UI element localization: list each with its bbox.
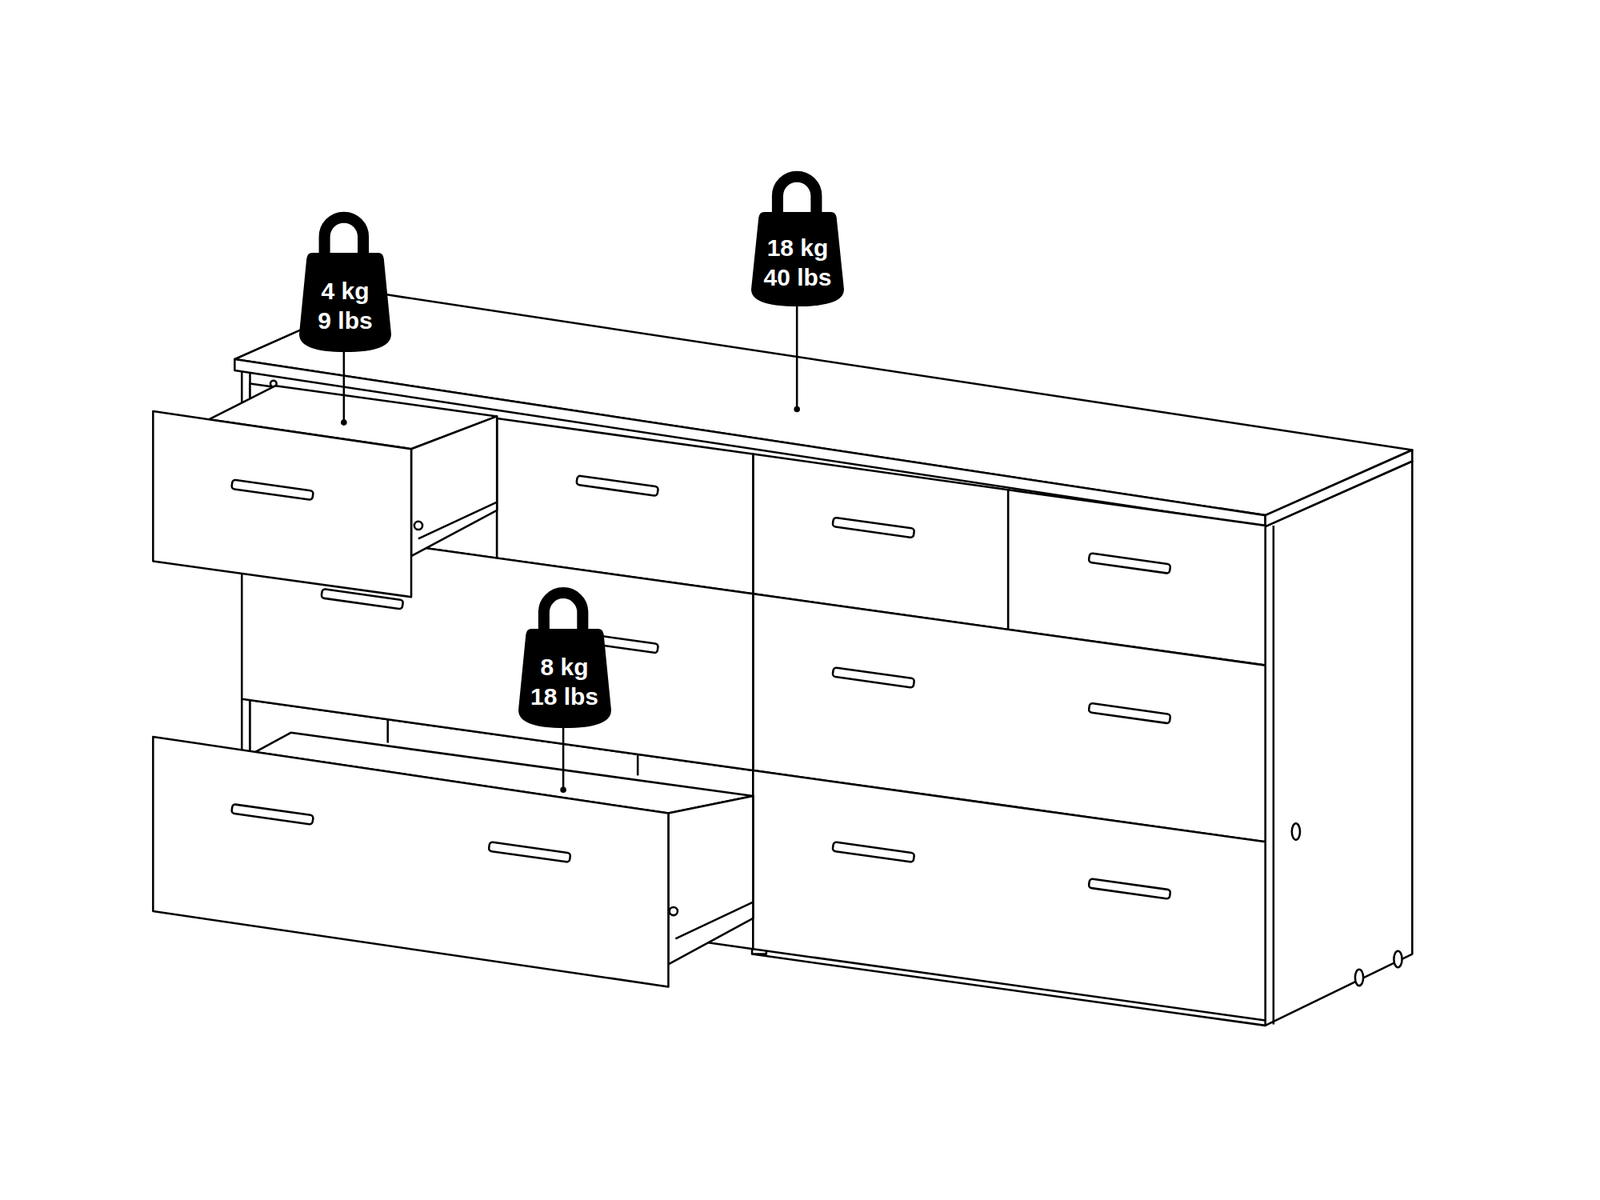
leader-dot	[341, 420, 346, 425]
weight-label: 18 lbs	[530, 681, 599, 712]
side-edge	[1272, 525, 1276, 1025]
leader-dot	[795, 407, 800, 412]
top-side-edge	[1265, 450, 1413, 528]
screw-hole	[414, 521, 423, 530]
drawer-side	[411, 416, 497, 556]
weight-ring	[324, 217, 364, 258]
weight-label: 4 kg	[320, 276, 369, 307]
weight-label: 18 kg	[767, 232, 829, 264]
drawer-front	[152, 411, 412, 597]
weight-label: 9 lbs	[317, 305, 372, 336]
drawer-front	[752, 770, 1265, 1021]
drawer-runner	[418, 502, 497, 540]
weight-icon: 18 kg40 lbs	[751, 212, 844, 307]
handle	[231, 479, 314, 500]
weight-icon: 4 kg9 lbs	[299, 252, 392, 352]
weight-ring	[544, 592, 583, 633]
weight-ring	[777, 176, 816, 217]
weight-label: 8 kg	[540, 652, 588, 683]
leader-line	[796, 300, 799, 408]
cavity-rail	[636, 755, 640, 776]
drawer-front	[152, 736, 668, 987]
handle	[488, 841, 572, 863]
leader-line	[562, 722, 565, 789]
leader-dot	[561, 788, 566, 792]
screw-hole	[669, 907, 678, 916]
side-hole	[1393, 951, 1402, 968]
leader-line	[343, 347, 346, 422]
weight-label: 40 lbs	[763, 262, 832, 293]
cavity-rail	[386, 719, 389, 743]
drawer-side	[668, 796, 753, 964]
weight-icon: 8 kg18 lbs	[518, 628, 612, 728]
side-hole	[1292, 823, 1300, 840]
side-panel	[1265, 461, 1413, 1026]
side-hole	[1355, 969, 1364, 986]
drawer-runner	[675, 902, 753, 940]
handle	[231, 804, 314, 825]
